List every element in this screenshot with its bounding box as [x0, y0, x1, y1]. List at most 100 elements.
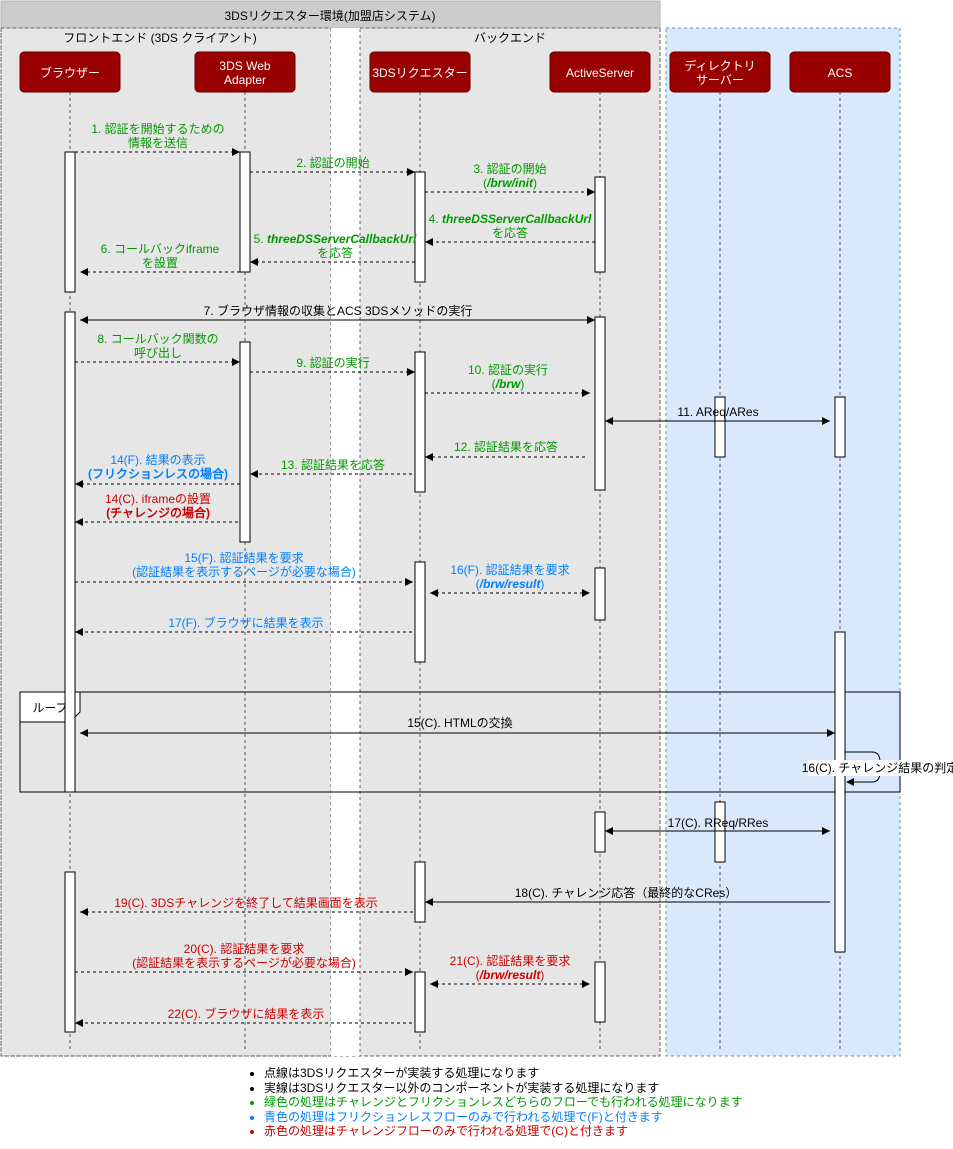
loop-label: ループ	[32, 701, 67, 715]
message-label: 8. コールバック関数の呼び出し	[97, 331, 218, 360]
backend-label: バックエンド	[474, 31, 546, 45]
message-label: 2. 認証の開始	[296, 155, 369, 170]
message-label: 18(C). チャレンジ応答（最終的なCRes）	[515, 885, 738, 900]
arrow-head	[425, 453, 433, 461]
participant-requestor: 3DSリクエスター	[369, 51, 471, 93]
activation-box	[64, 871, 76, 1033]
arrow-head	[80, 316, 88, 324]
activation-box	[239, 341, 251, 543]
participant-label: ACS	[828, 66, 853, 80]
note-item: 点線は3DSリクエスターが実装する処理になります	[264, 1066, 764, 1081]
message-label: 17(F). ブラウザに結果を表示	[168, 615, 323, 630]
message-label: 16(C). チャレンジ結果の判定	[802, 760, 953, 775]
activation-box	[594, 316, 606, 491]
arrow-head	[250, 258, 258, 266]
activation-box	[414, 561, 426, 663]
arrow-head	[232, 358, 240, 366]
participant-label: 3DSリクエスター	[372, 66, 467, 80]
requestor-environment	[0, 27, 661, 1057]
arrow-head	[822, 417, 830, 425]
activation-box	[414, 971, 426, 1033]
loop-frame	[19, 691, 901, 793]
environment-title: 3DSリクエスター環境(加盟店システム)	[225, 8, 436, 23]
arrow-head	[605, 417, 613, 425]
message-label: 12. 認証結果を応答	[454, 439, 558, 454]
participant-box	[369, 51, 471, 93]
arrow-head	[232, 148, 240, 156]
arrow-head	[430, 980, 438, 988]
activation-box	[414, 351, 426, 493]
note-item: 緑色の処理はチャレンジとフリクションレスどちらのフローでも行われる処理になります	[264, 1095, 764, 1110]
activation-box	[594, 567, 606, 621]
activation-box	[834, 631, 846, 953]
arrow-head	[425, 898, 433, 906]
participant-box	[669, 51, 771, 93]
activation-box	[414, 861, 426, 923]
legend-notes: 点線は3DSリクエスターが実装する処理になります 実線は3DSリクエスター以外の…	[246, 1066, 764, 1139]
participant-box	[549, 51, 651, 93]
title-bar	[0, 0, 661, 29]
arrow-head	[405, 968, 413, 976]
arrow-head	[582, 980, 590, 988]
self-message-label-bg	[808, 760, 952, 776]
frontend-group	[0, 27, 332, 1057]
arrow-head	[582, 389, 590, 397]
external-group	[665, 27, 901, 1057]
participant-box	[789, 51, 891, 93]
message-label: 13. 認証結果を応答	[281, 457, 385, 472]
arrow-head	[846, 778, 854, 786]
arrow-head	[827, 729, 835, 737]
arrow-head	[250, 470, 258, 478]
participant-label: ブラウザー	[40, 65, 100, 80]
message-label: 21(C). 認証結果を要求(/brw/result)	[450, 953, 571, 982]
activations	[64, 151, 846, 1033]
message-label: 7. ブラウザ情報の収集とACS 3DSメソッドの実行	[204, 303, 473, 318]
arrow-head	[605, 827, 613, 835]
participant-activeserver: ActiveServer	[549, 51, 651, 93]
activation-box	[594, 176, 606, 273]
arrow-head	[80, 268, 88, 276]
note-item: 実線は3DSリクエスター以外のコンポーネントが実装する処理になります	[264, 1081, 764, 1096]
arrow-head	[407, 368, 415, 376]
participant-box	[194, 51, 296, 93]
message-label: 19(C). 3DSチャレンジを終了して結果画面を表示	[114, 895, 378, 910]
participant-directory: ディレクトリサーバー	[669, 51, 771, 93]
participant-acs: ACS	[789, 51, 891, 93]
arrow-head	[587, 188, 595, 196]
activation-box	[714, 801, 726, 863]
message-label: 14(C). iframeの設置(チャレンジの場合)	[105, 491, 211, 520]
arrow-head	[587, 316, 595, 324]
participant-label: ディレクトリサーバー	[684, 58, 755, 87]
arrow-head	[75, 480, 83, 488]
frontend-label: フロントエンド (3DS クライアント)	[63, 31, 257, 45]
activation-box	[64, 311, 76, 793]
activation-box	[239, 151, 251, 273]
participant-browser: ブラウザー	[19, 51, 121, 93]
activation-box	[834, 396, 846, 458]
arrow-head	[582, 589, 590, 597]
message-label: 10. 認証の実行(/brw)	[468, 362, 548, 391]
message-label: 15(F). 認証結果を要求(認証結果を表示するページが必要な場合)	[132, 550, 356, 579]
arrow-head	[75, 518, 83, 526]
note-item: 赤色の処理はチャレンジフローのみで行われる処理で(C)と付きます	[264, 1124, 764, 1139]
activation-box	[594, 811, 606, 853]
arrow-head	[80, 729, 88, 737]
message-label: 11. AReq/ARes	[677, 405, 758, 419]
arrow-head	[430, 589, 438, 597]
activation-box	[64, 151, 76, 293]
message-label: 9. 認証の実行	[296, 355, 369, 370]
message-label: 3. 認証の開始(/brw/init)	[473, 161, 546, 190]
message-label: 22(C). ブラウザに結果を表示	[168, 1006, 325, 1021]
activation-box	[594, 961, 606, 1023]
message-label: 17(C). RReq/RRes	[668, 816, 769, 830]
arrow-head	[80, 908, 88, 916]
arrow-head	[425, 238, 433, 246]
arrow-head	[407, 168, 415, 176]
backend-group	[359, 27, 661, 1057]
